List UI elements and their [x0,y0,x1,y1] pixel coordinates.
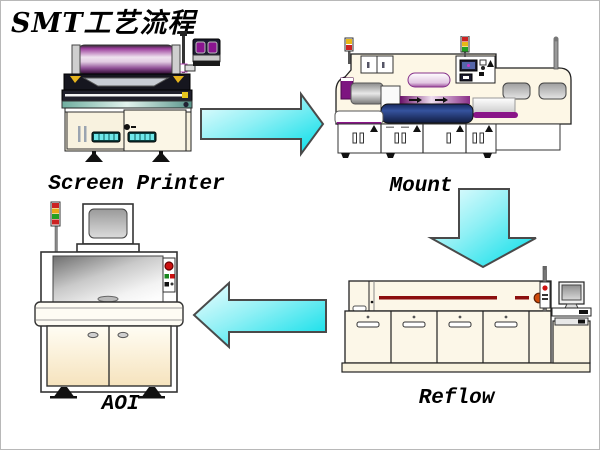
upper-cabinet-doors [360,55,394,74]
printer-head-frame [63,73,191,91]
base-rail [341,362,591,373]
flow-arrow-left-icon [192,280,327,350]
conveyor-band [61,100,193,109]
cabinet [46,325,172,387]
right-pole [553,36,559,70]
lower-cabinets [337,123,561,154]
flow-arrow-down-icon [427,188,537,269]
aoi-machine-icon [34,201,184,399]
rail-strip [61,89,193,102]
oven-cabinets [344,310,552,364]
feet [50,387,165,399]
label-screen-printer: Screen Printer [48,173,225,196]
monitor-station [551,281,592,364]
stop-button [164,261,174,271]
cyan-button-strip [91,131,157,143]
mounter-machine-icon [334,36,572,158]
aoi-illustration [23,196,193,401]
screen-printer-illustration [56,31,221,176]
control-panel [455,55,496,84]
inspection-hood [52,255,164,303]
label-mount: Mount [389,175,453,198]
control-panel [162,257,176,293]
signal-tower-left-icon [344,37,354,64]
signal-tower-icon [50,201,61,253]
worktop [34,301,184,327]
left-shelf [334,110,384,125]
reflow-oven-illustration [331,266,599,378]
flow-arrow-right-icon [200,90,325,158]
rail-cylinder [380,103,474,124]
mounter-illustration [323,36,573,161]
feet [85,151,170,162]
conveyor-knob [183,101,189,108]
label-reflow: Reflow [418,387,495,410]
signal-tower-icon [539,266,551,312]
feet [341,153,492,158]
feeder-capsule [407,72,451,88]
cabinet [64,107,192,152]
oven-body [348,280,552,317]
signal-tower-top-icon [460,36,470,57]
right-stage [472,97,518,118]
monitor-icon [76,203,140,253]
conveyor-strip [400,96,470,104]
screen-printer-machine-icon [61,31,221,162]
heater-stripe [379,296,497,300]
camera-monitor-icon [192,38,221,66]
page-title: SMT工艺流程 [11,8,196,39]
reflow-oven-icon [341,266,592,373]
side-windows [502,82,567,100]
camera-arm [177,31,196,73]
squeegee-cylinder [71,44,181,75]
label-aoi: AOI [101,393,140,416]
